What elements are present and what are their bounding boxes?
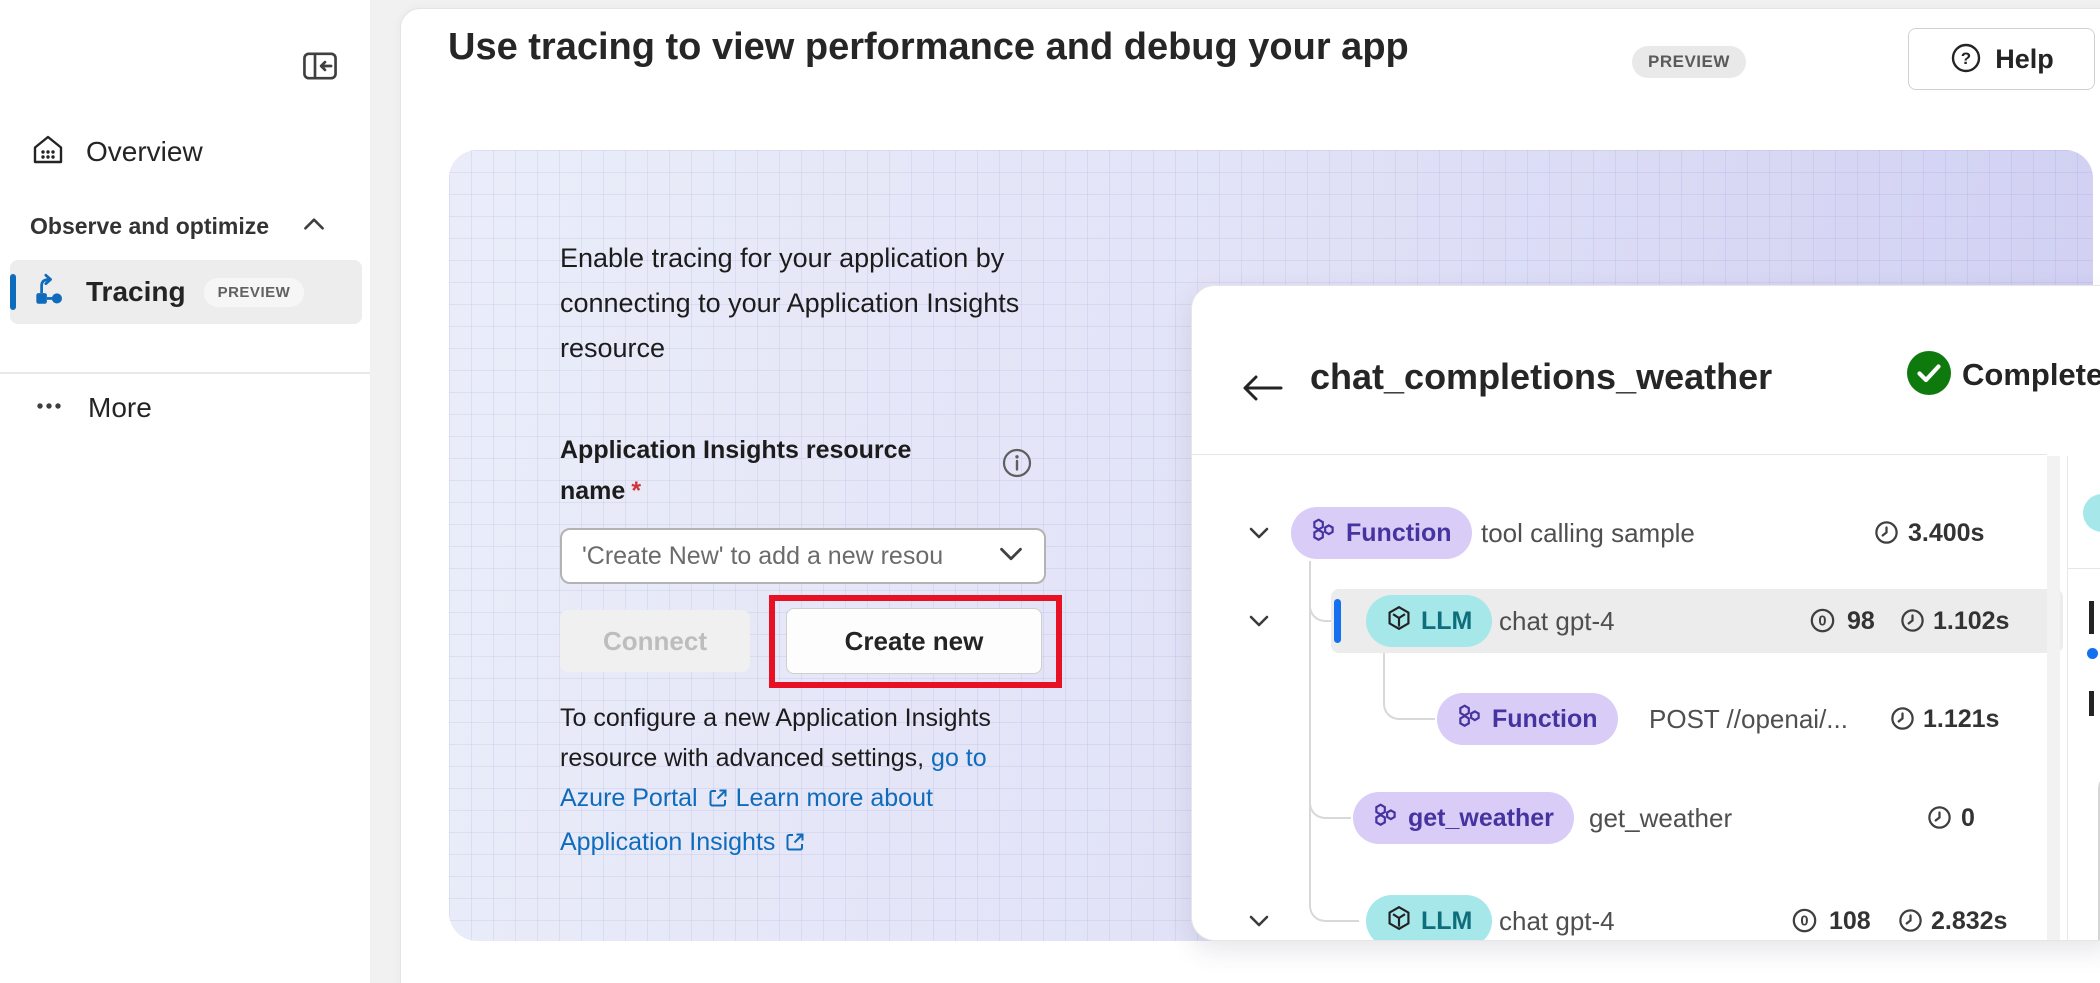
span-type-pill[interactable]: Function: [1291, 507, 1472, 559]
span-duration: 0: [1961, 804, 1975, 832]
learn-more-link[interactable]: Learn more about Application Insights: [560, 784, 933, 856]
sidebar-item-overview[interactable]: Overview: [16, 124, 356, 180]
configure-help-text: To configure a new Application Insights …: [560, 698, 1055, 866]
clock-icon: [1899, 607, 1926, 634]
tree-connector: [1309, 881, 1359, 922]
span-tokens: 98: [1847, 607, 1875, 635]
span-tokens: 108: [1829, 907, 1871, 935]
clipped-text-fragment: [2089, 691, 2094, 716]
token-count-icon: 0: [1791, 907, 1818, 934]
svg-text:?: ?: [1961, 49, 1971, 68]
sidebar-item-overview-label: Overview: [86, 136, 203, 167]
sidebar: Overview Observe and optimize Tracing PR…: [0, 0, 370, 983]
span-duration: 1.121s: [1923, 705, 2000, 733]
span-name: chat gpt-4: [1499, 906, 1615, 936]
tree-connector: [1309, 778, 1351, 819]
sidebar-divider: [0, 372, 370, 374]
help-button-label: Help: [1995, 43, 2054, 74]
section-label: Observe and optimize: [30, 212, 270, 239]
panel-collapse-icon: [300, 52, 340, 89]
field-label-text: Application Insights resource name: [560, 436, 912, 505]
span-duration: 3.400s: [1908, 519, 1985, 547]
page-title: Use tracing to view performance and debu…: [448, 26, 1409, 68]
connect-button: Connect: [560, 610, 750, 672]
enable-tracing-text: Enable tracing for your application by c…: [560, 243, 1020, 363]
trace-status-label: Completed: [1962, 357, 2100, 392]
sidebar-item-tracing-label: Tracing: [86, 276, 186, 307]
clipped-separator-fragment: [2068, 568, 2100, 569]
span-name: tool calling sample: [1481, 518, 1695, 548]
tree-connector: [1309, 581, 1333, 622]
span-name: chat gpt-4: [1499, 606, 1615, 636]
tree-connector: [1309, 561, 1311, 882]
clock-icon: [1873, 519, 1900, 546]
span-type-pill[interactable]: Function: [1437, 693, 1618, 745]
span-type-label: LLM: [1421, 906, 1473, 935]
sidebar-item-more[interactable]: More: [16, 382, 356, 434]
trace-title: chat_completions_weather: [1310, 356, 1773, 397]
back-arrow-icon[interactable]: [1239, 372, 1285, 404]
panel-divider: [2067, 456, 2068, 940]
ellipsis-icon: [32, 389, 66, 428]
chevron-down-icon[interactable]: [1247, 909, 1271, 933]
span-type-label: Function: [1492, 704, 1598, 733]
function-hexagons-icon: [1457, 703, 1483, 736]
span-name: get_weather: [1589, 803, 1733, 833]
tracing-icon: [30, 271, 68, 314]
clipped-text-fragment: [2089, 601, 2094, 634]
clock-icon: [1897, 907, 1924, 934]
dropdown-placeholder: 'Create New' to add a new resou: [582, 541, 944, 570]
selected-indicator: [10, 274, 16, 310]
function-hexagons-icon: [1373, 802, 1399, 835]
home-icon: [30, 132, 66, 173]
span-type-pill[interactable]: get_weather: [1353, 792, 1574, 844]
info-icon[interactable]: [1000, 446, 1034, 480]
function-hexagons-icon: [1311, 517, 1337, 550]
collapse-sidebar-button[interactable]: [300, 46, 340, 86]
token-count-icon: 0: [1809, 607, 1836, 634]
create-new-button[interactable]: Create new: [786, 608, 1042, 674]
external-link-icon: [783, 826, 807, 866]
span-type-label: Function: [1346, 518, 1452, 547]
sidebar-item-more-label: More: [88, 392, 152, 423]
trace-detail-card: chat_completions_weather Completed Funct…: [1191, 285, 2100, 941]
sidebar-item-tracing[interactable]: Tracing PREVIEW: [10, 260, 362, 324]
azure-portal-link[interactable]: go to Azure Portal: [560, 744, 987, 812]
span-duration: 1.102s: [1933, 607, 2010, 635]
sidebar-section-observe-optimize[interactable]: Observe and optimize: [16, 204, 356, 248]
appinsights-resource-dropdown[interactable]: 'Create New' to add a new resou: [560, 528, 1046, 584]
tree-connector: [1383, 653, 1435, 720]
span-type-pill[interactable]: LLM: [1366, 595, 1493, 647]
llm-cube-icon: [1386, 905, 1412, 938]
chevron-down-icon: [998, 543, 1024, 570]
clipped-llm-avatar-fragment: [2083, 494, 2100, 532]
check-circle-icon: [1906, 350, 1952, 396]
clock-icon: [1889, 705, 1916, 732]
external-link-icon: [706, 782, 730, 822]
chevron-down-icon[interactable]: [1247, 609, 1271, 633]
question-circle-icon: ?: [1949, 41, 1983, 78]
clipped-marker-fragment: [2087, 648, 2098, 659]
span-duration: 2.832s: [1931, 907, 2008, 935]
span-type-label: LLM: [1421, 606, 1473, 635]
span-type-pill[interactable]: LLM: [1366, 895, 1493, 940]
header-separator: [1192, 454, 2047, 455]
span-name: POST //openai/...: [1649, 704, 1848, 734]
vertical-scrollbar[interactable]: [2047, 456, 2060, 940]
svg-text:0: 0: [1800, 914, 1808, 930]
selected-span-indicator: [1334, 599, 1341, 643]
help-button[interactable]: ? Help: [1908, 28, 2095, 90]
svg-text:0: 0: [1818, 614, 1826, 630]
tracing-preview-badge: PREVIEW: [203, 277, 305, 307]
chevron-down-icon[interactable]: [1247, 521, 1271, 545]
llm-cube-icon: [1386, 605, 1412, 638]
span-type-label: get_weather: [1408, 803, 1554, 832]
chevron-up-icon: [300, 212, 328, 241]
footer-prefix: To configure a new Application Insights …: [560, 704, 991, 772]
required-asterisk: *: [631, 477, 642, 505]
appinsights-field-label: Application Insights resource name*: [560, 430, 950, 512]
clock-icon: [1926, 804, 1953, 831]
page-preview-badge: PREVIEW: [1632, 46, 1746, 78]
